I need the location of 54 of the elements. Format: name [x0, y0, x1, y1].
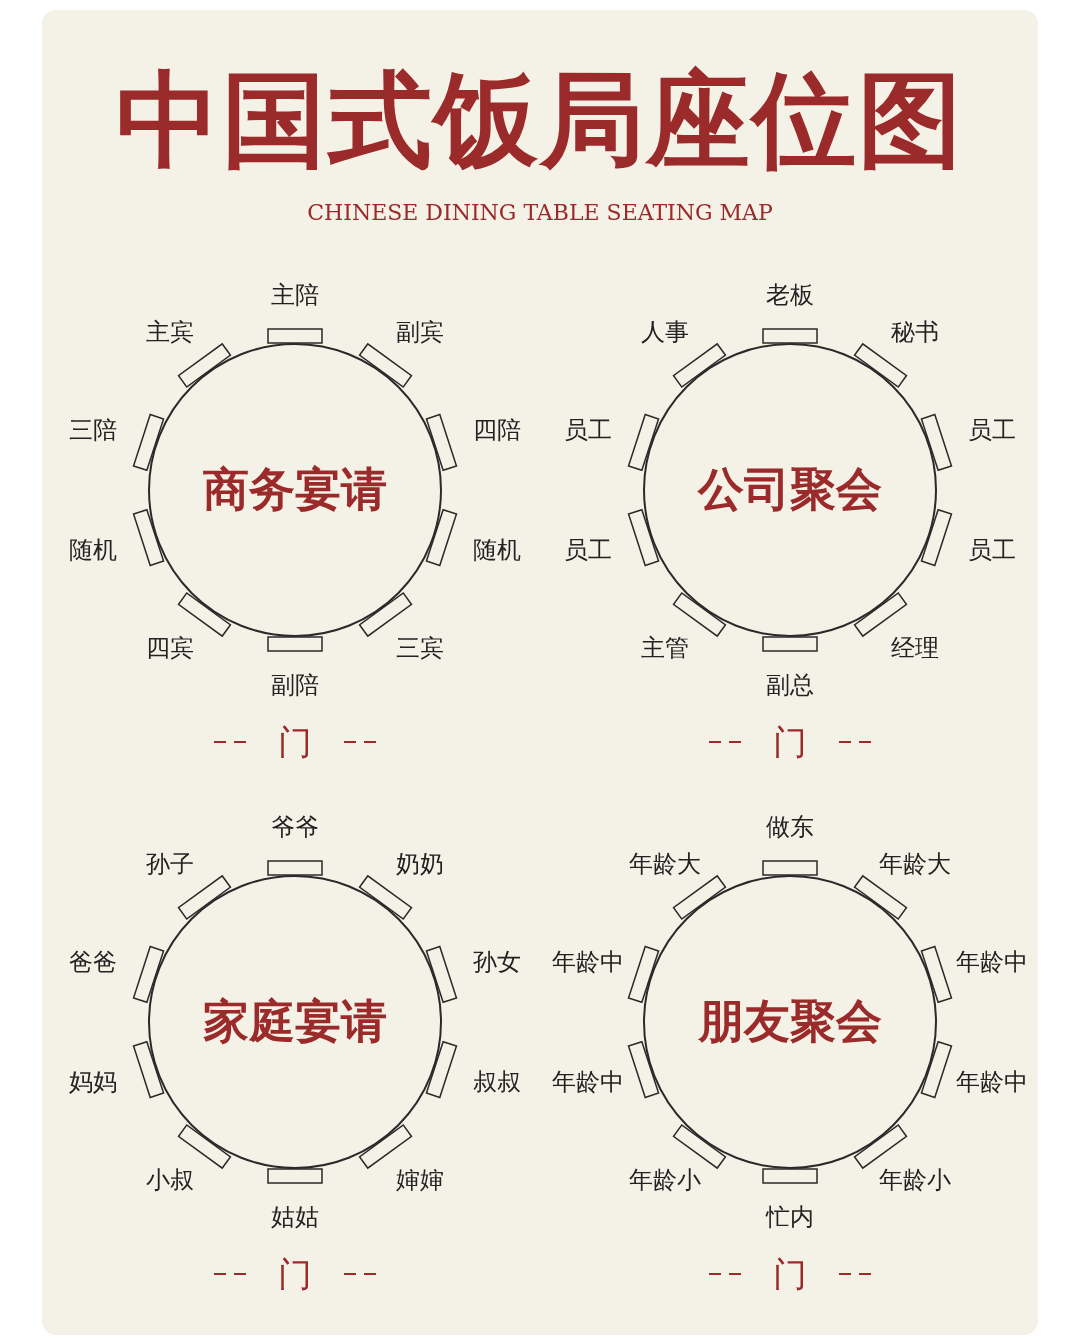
seat-label: 随机: [472, 534, 521, 567]
seat-label: 孙女: [472, 945, 521, 978]
seat-label: 婶婶: [395, 1163, 444, 1196]
table-name: 商务宴请: [203, 461, 387, 518]
seat-label: 孙子: [146, 848, 195, 881]
round-table: [643, 343, 937, 637]
seat-label: 主陪: [271, 279, 319, 311]
seat-label: 叔叔: [472, 1066, 521, 1099]
seat-label: 小叔: [146, 1163, 195, 1196]
seat-label: 年龄中: [955, 1066, 1028, 1099]
subtitle: CHINESE DINING TABLE SEATING MAP: [306, 200, 774, 225]
seat-label: 秘书: [890, 316, 939, 349]
seat-label: 忙内: [766, 1201, 814, 1233]
door-label: 门: [772, 721, 808, 764]
seat-label: 四宾: [146, 631, 195, 664]
seat-label: 奶奶: [395, 848, 444, 881]
seat-label: 爷爷: [271, 811, 319, 843]
seat-label: 人事: [641, 316, 690, 349]
seat-label: 年龄中: [955, 945, 1028, 978]
round-table: [148, 875, 442, 1169]
seat-label: 四陪: [472, 413, 521, 446]
table-name: 公司聚会: [698, 461, 882, 518]
seat-label: 员工: [564, 413, 613, 446]
seat-label: 做东: [766, 811, 814, 843]
seat-label: 年龄小: [629, 1163, 702, 1196]
seat-label: 年龄小: [878, 1163, 951, 1196]
table-name: 朋友聚会: [698, 993, 882, 1050]
seat-label: 爸爸: [69, 945, 118, 978]
door-label: 门: [277, 721, 313, 764]
seat-label: 妈妈: [69, 1066, 118, 1099]
seat-label: 副总: [766, 669, 814, 701]
door-label: 门: [277, 1253, 313, 1296]
seat-label: 副宾: [395, 316, 444, 349]
seat-label: 随机: [69, 534, 118, 567]
title: 中国式饭局座位图: [115, 57, 965, 183]
seat-label: 三陪: [69, 413, 118, 446]
seat-label: 老板: [766, 279, 814, 311]
round-table: [643, 875, 937, 1169]
seat-label: 员工: [967, 534, 1016, 567]
seat-label: 副陪: [271, 669, 319, 701]
seat-label: 年龄大: [629, 848, 702, 881]
seat-label: 年龄中: [552, 1066, 625, 1099]
seat-label: 三宾: [395, 631, 444, 664]
seat-label: 员工: [564, 534, 613, 567]
seat-label: 主宾: [146, 316, 195, 349]
table-name: 家庭宴请: [203, 993, 387, 1050]
round-table: [148, 343, 442, 637]
seat-label: 年龄大: [878, 848, 951, 881]
seat-label: 员工: [967, 413, 1016, 446]
seat-label: 主管: [641, 631, 690, 664]
door-label: 门: [772, 1253, 808, 1296]
seat-label: 姑姑: [271, 1201, 319, 1233]
seat-label: 经理: [890, 631, 939, 664]
seat-label: 年龄中: [552, 945, 625, 978]
